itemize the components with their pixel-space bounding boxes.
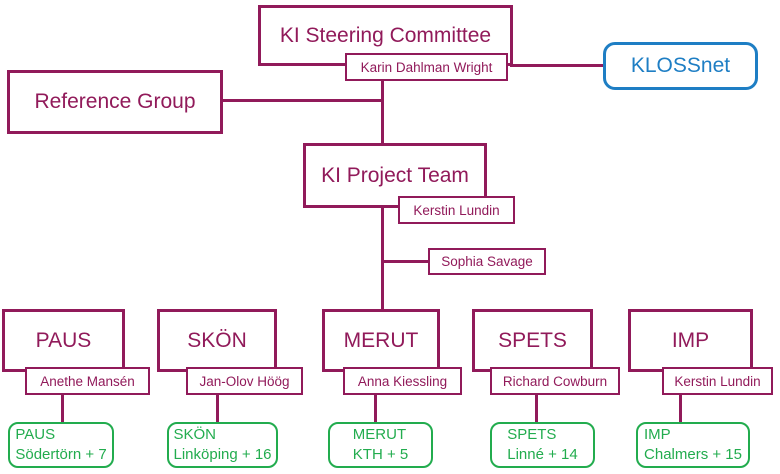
site-line2: KTH + 5 — [352, 446, 409, 463]
reference-group-box: Reference Group — [7, 70, 223, 134]
unit-box-imp: IMP — [628, 309, 753, 372]
unit-lead-box-paus: Anethe Mansén — [25, 367, 150, 395]
site-line2: Linköping + 16 — [173, 446, 272, 463]
connector-merut-lead-to-site — [374, 394, 377, 423]
site-line1: MERUT — [352, 426, 407, 443]
connector-steering-to-klossnet — [510, 64, 605, 67]
site-line1: SKÖN — [173, 426, 217, 443]
site-line2: Linné + 14 — [507, 446, 578, 463]
unit-site-text: IMP Chalmers + 15 — [644, 425, 742, 465]
unit-site-text: SPETS Linné + 14 — [507, 425, 577, 465]
project-lead-box: Kerstin Lundin — [398, 196, 515, 224]
unit-box-spets: SPETS — [472, 309, 593, 372]
project-member-box: Sophia Savage — [428, 248, 546, 275]
unit-site-box-paus: PAUS Södertörn + 7 — [8, 422, 114, 468]
site-line2: Södertörn + 7 — [15, 446, 107, 463]
unit-site-text: PAUS Södertörn + 7 — [15, 425, 106, 465]
site-line1: SPETS — [507, 426, 557, 443]
connector-paus-lead-to-site — [61, 394, 64, 423]
unit-lead-box-skon: Jan-Olov Höög — [186, 367, 303, 395]
unit-box-skon: SKÖN — [157, 309, 277, 372]
unit-site-box-merut: MERUT KTH + 5 — [328, 422, 433, 468]
unit-site-box-imp: IMP Chalmers + 15 — [636, 422, 750, 468]
site-line1: IMP — [644, 426, 671, 443]
unit-site-text: MERUT KTH + 5 — [353, 425, 408, 465]
connector-trunk-to-sophia — [382, 260, 430, 263]
connector-project-to-merut — [381, 206, 384, 310]
connector-spets-lead-to-site — [535, 394, 538, 423]
unit-lead-box-spets: Richard Cowburn — [490, 367, 620, 395]
connector-skon-lead-to-site — [216, 394, 219, 423]
klossnet-box: KLOSSnet — [603, 42, 758, 90]
unit-site-box-spets: SPETS Linné + 14 — [490, 422, 595, 468]
unit-site-box-skon: SKÖN Linköping + 16 — [167, 422, 278, 468]
connector-imp-lead-to-site — [679, 394, 682, 423]
connector-steering-to-project — [381, 79, 384, 144]
connector-reference-to-trunk — [222, 99, 382, 102]
site-line2: Chalmers + 15 — [644, 446, 742, 463]
steering-lead-box: Karin Dahlman Wright — [345, 53, 508, 81]
unit-lead-box-merut: Anna Kiessling — [343, 367, 462, 395]
unit-lead-box-imp: Kerstin Lundin — [662, 367, 773, 395]
site-line1: PAUS — [15, 426, 56, 443]
unit-site-text: SKÖN Linköping + 16 — [174, 425, 272, 465]
unit-box-paus: PAUS — [2, 309, 125, 372]
unit-box-merut: MERUT — [322, 309, 440, 372]
